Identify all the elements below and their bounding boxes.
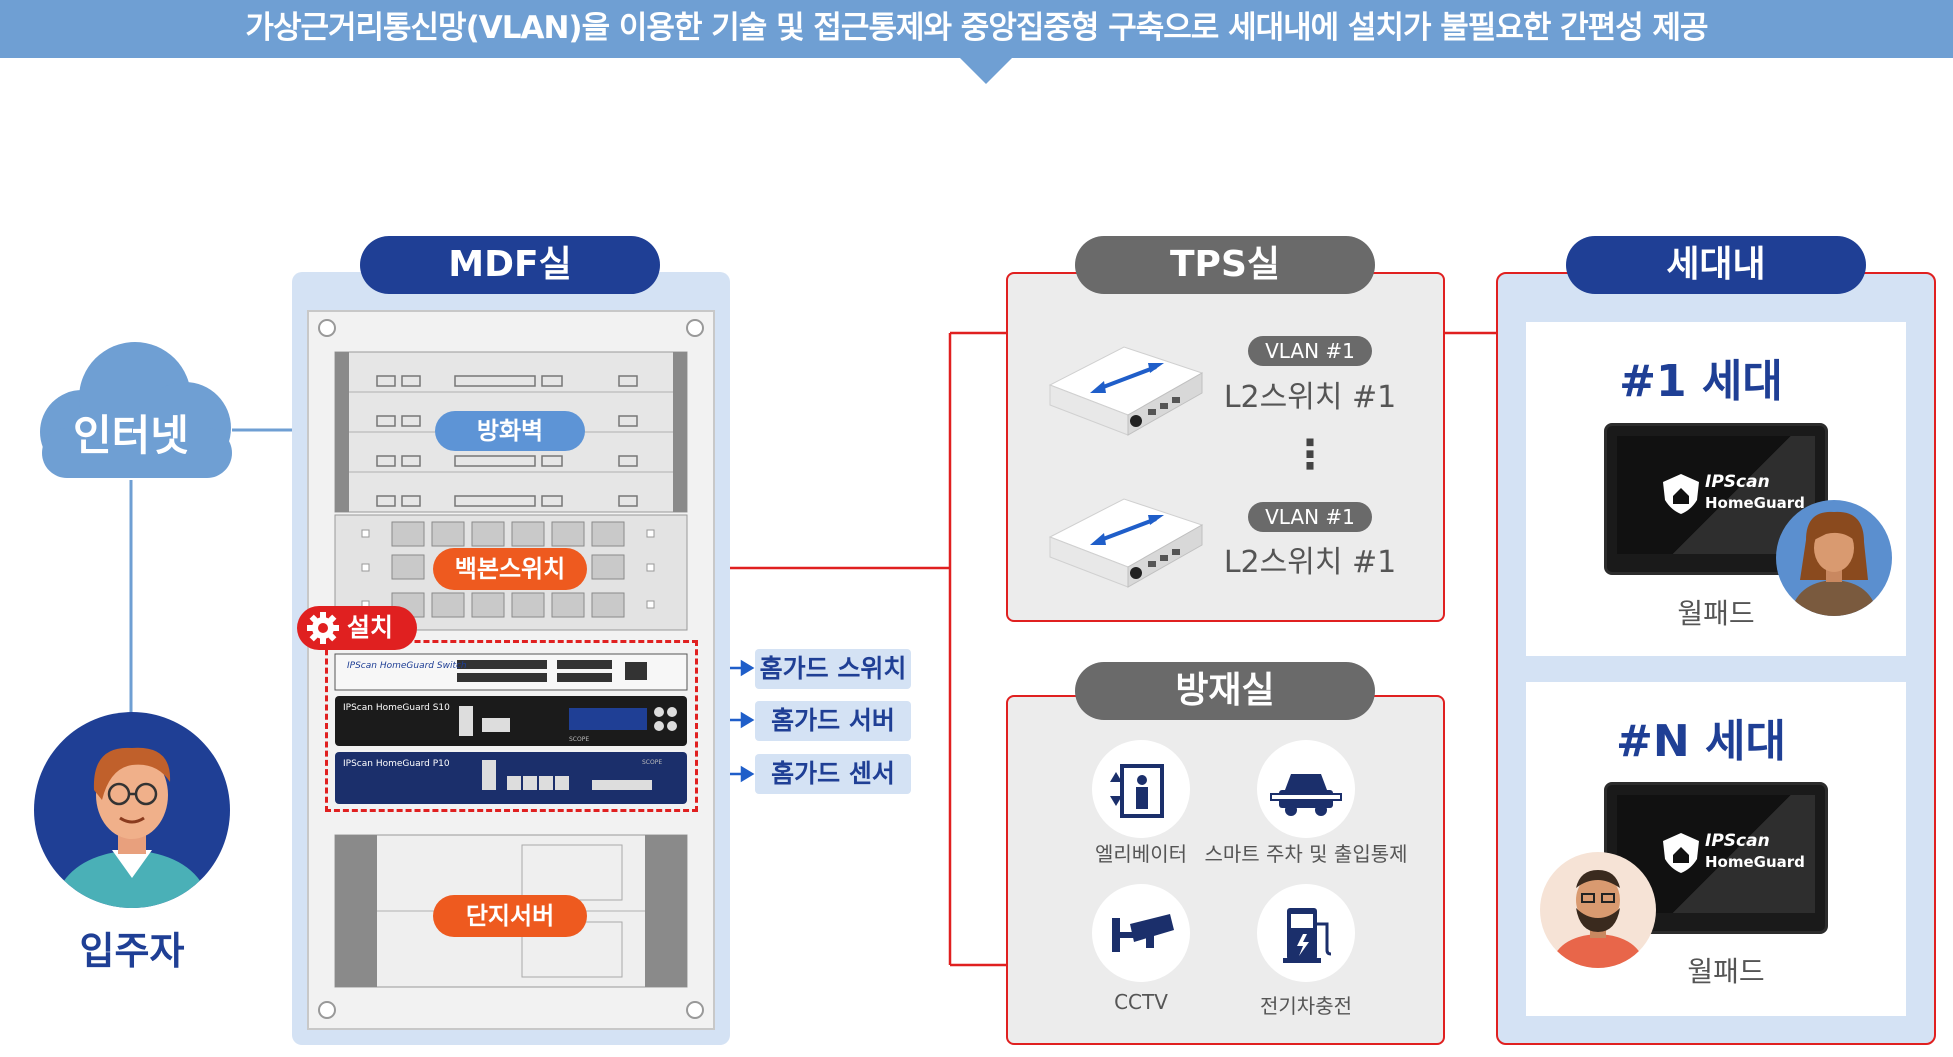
- elevator-label: 엘리베이터: [1095, 842, 1187, 866]
- complex-server-label: 단지서버: [433, 895, 587, 937]
- homeguard-switch-brand: IPScan HomeGuard Switch: [347, 661, 467, 671]
- ev-charger-label: 전기차충전: [1260, 994, 1352, 1018]
- person-icon: [1776, 500, 1892, 616]
- homeguard-switch-callout: 홈가드 스위치: [755, 649, 911, 689]
- woman-avatar: [1776, 500, 1892, 616]
- gear-icon: [305, 610, 341, 646]
- internet-label: 인터넷: [73, 411, 189, 460]
- shield-home-icon: [1663, 833, 1699, 873]
- homeguard-sensor-brand: IPScan HomeGuard P10: [343, 759, 450, 769]
- ev-charger-icon: [1257, 884, 1355, 982]
- internet-cloud: 인터넷: [20, 340, 242, 485]
- vlan-badge: VLAN #1: [1248, 502, 1372, 532]
- wallpad-brand-bottom: HomeGuard: [1705, 494, 1805, 512]
- parking-gate-icon: [1257, 740, 1355, 838]
- person-icon: [34, 712, 230, 908]
- banner-pointer: [960, 58, 1012, 84]
- cloud-icon: [40, 342, 232, 478]
- l2-switch-label: L2스위치 #1: [1223, 380, 1397, 415]
- sensor-scope-label: SCOPE: [642, 759, 662, 766]
- homeguard-server-callout: 홈가드 서버: [755, 701, 911, 741]
- shield-home-icon: [1663, 474, 1699, 514]
- cctv-icon: [1092, 884, 1190, 982]
- wallpad-brand-bottom: HomeGuard: [1705, 853, 1805, 871]
- wallpad-label: 월패드: [1677, 597, 1755, 630]
- banner-text: 가상근거리통신망(VLAN)을 이용한 기술 및 접근통제와 중앙집중형 구축으…: [245, 10, 1708, 46]
- backbone-switch-label: 백본스위치: [433, 548, 587, 590]
- vlan-badge: VLAN #1: [1248, 336, 1372, 366]
- install-label: 설치: [347, 613, 394, 642]
- homeguard-sensor-callout: 홈가드 센서: [755, 754, 911, 794]
- tps-room-title: TPS실: [1075, 236, 1375, 294]
- firewall-label: 방화벽: [435, 411, 585, 451]
- network-switch-icon: [1048, 498, 1204, 588]
- network-switch-icon: [1048, 346, 1204, 436]
- wallpad-brand-top: IPScan: [1705, 831, 1770, 851]
- unit-title: #N 세대: [1616, 716, 1786, 767]
- wallpad-brand-top: IPScan: [1705, 472, 1770, 492]
- top-banner: [0, 0, 1953, 58]
- resident-avatar: [32, 710, 232, 910]
- l2-switch-device: [1046, 325, 1206, 437]
- install-highlight-box: [325, 640, 698, 812]
- elevator-icon: [1092, 740, 1190, 838]
- person-icon: [1540, 852, 1656, 968]
- wallpad-label: 월패드: [1687, 955, 1765, 988]
- server-scope-label: SCOPE: [569, 736, 589, 743]
- unit-title: #1 세대: [1619, 356, 1783, 407]
- household-title: 세대내: [1566, 236, 1866, 294]
- disaster-room-title: 방재실: [1075, 662, 1375, 720]
- resident-label: 입주자: [79, 929, 185, 973]
- l2-switch-device: [1046, 477, 1206, 589]
- mdf-room-title: MDF실: [360, 236, 660, 294]
- l2-switch-label: L2스위치 #1: [1223, 545, 1397, 580]
- ellipsis-indicator: ⋮: [1290, 432, 1330, 478]
- cctv-label: CCTV: [1114, 990, 1168, 1014]
- homeguard-server-brand: IPScan HomeGuard S10: [343, 703, 450, 713]
- man-avatar: [1540, 852, 1656, 968]
- install-badge: 설치: [297, 606, 417, 650]
- parking-label: 스마트 주차 및 출입통제: [1204, 842, 1408, 866]
